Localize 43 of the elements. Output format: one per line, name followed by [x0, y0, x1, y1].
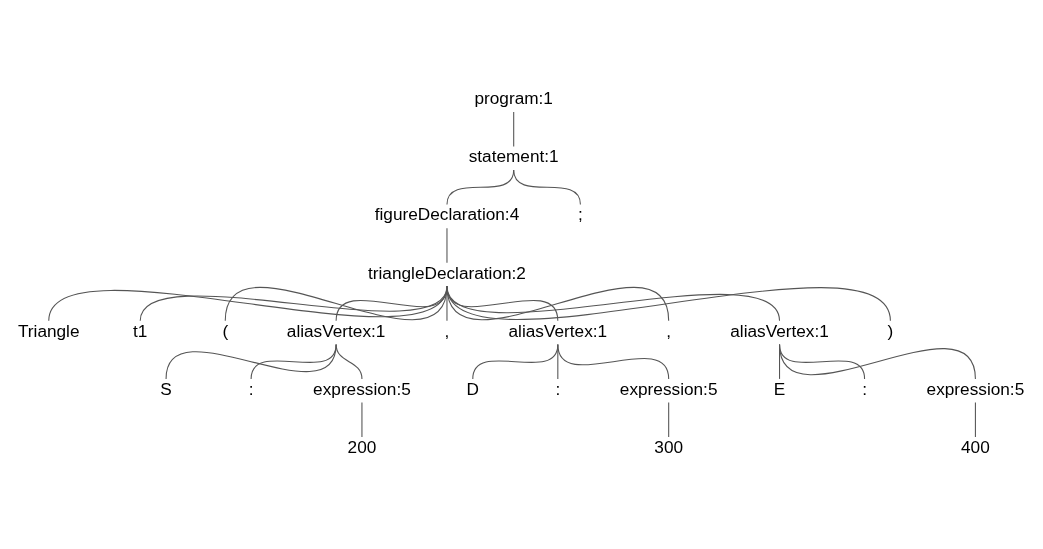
connector — [48, 285, 448, 322]
connector — [224, 285, 448, 322]
node-text: D — [466, 378, 480, 399]
node-text: aliasVertex:1 — [286, 320, 386, 341]
node-text: program:1 — [474, 88, 553, 109]
node-text: aliasVertex:1 — [508, 320, 608, 341]
node-text: : — [248, 378, 254, 399]
node-text: ) — [887, 320, 894, 341]
connector — [974, 402, 976, 438]
connector — [446, 285, 781, 322]
connector — [446, 285, 670, 322]
connector — [335, 343, 363, 380]
node-text: expression:5 — [313, 378, 411, 399]
connector — [513, 111, 515, 147]
node-text: S — [160, 378, 172, 399]
connector — [557, 343, 670, 380]
node-text: t1 — [133, 320, 148, 341]
node-text: figureDeclaration:4 — [374, 204, 520, 225]
node-text: E — [773, 378, 786, 399]
node-text: : — [555, 378, 561, 399]
connector — [361, 402, 363, 438]
connector — [668, 402, 670, 438]
node-text: statement:1 — [468, 146, 559, 167]
node-text: ; — [578, 204, 583, 225]
connector — [446, 227, 448, 264]
connector — [779, 343, 976, 380]
connector — [446, 285, 891, 322]
node-text: triangleDeclaration:2 — [368, 262, 526, 283]
connector — [139, 285, 448, 322]
node-text: , — [666, 320, 672, 341]
node-text: 200 — [347, 436, 377, 457]
node-text: expression:5 — [619, 378, 718, 399]
connector — [250, 343, 337, 380]
node-text: Triangle — [17, 320, 80, 341]
node-text: ( — [222, 320, 229, 341]
node-text: 400 — [961, 436, 990, 457]
node-text: : — [862, 378, 867, 399]
node-text: aliasVertex:1 — [730, 320, 829, 341]
node-text: 300 — [654, 436, 684, 457]
node-text: expression:5 — [926, 378, 1025, 399]
node-text: , — [444, 320, 450, 341]
connector — [513, 169, 581, 206]
connector — [165, 343, 337, 380]
